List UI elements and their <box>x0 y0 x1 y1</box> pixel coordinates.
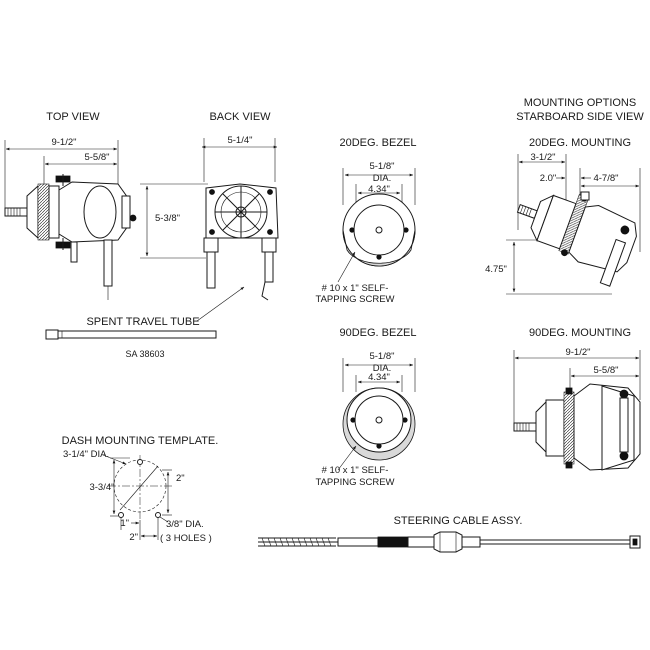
dash-dim-vert-2: 2" <box>176 473 185 484</box>
top-view-overall-dim: 9-1/2" <box>51 137 76 148</box>
title-dash-mounting-template: DASH MOUNTING TEMPLATE. <box>62 435 219 447</box>
dash-dim-height: 3-3/4" <box>89 482 114 493</box>
title-mounting-options: MOUNTING OPTIONS <box>524 97 636 109</box>
mounting-20-drawing: 3-1/2" 2.0" 4-7/8" 4.75" <box>485 152 641 295</box>
dash-dim-horiz-2: 2" <box>129 532 138 543</box>
title-back-view: BACK VIEW <box>209 111 271 123</box>
bezel-90-screw-line2: TAPPING SCREW <box>316 477 395 488</box>
dash-hole-line1: 3/8" DIA. <box>166 519 204 530</box>
bezel-90-inner-dim: 4.34" <box>368 372 390 383</box>
dash-dim-dia: 3-1/4" DIA. <box>63 449 109 460</box>
mounting-20-dim-b: 2.0" <box>540 173 557 184</box>
title-top-view: TOP VIEW <box>46 111 100 123</box>
mounting-20-dim-c: 4-7/8" <box>593 173 618 184</box>
bezel-20-screw-line1: # 10 x 1" SELF- <box>322 283 389 294</box>
spent-tube-label: SPENT TRAVEL TUBE <box>86 316 199 328</box>
spent-tube-part-no: SA 38603 <box>125 349 164 359</box>
mounting-20-dim-d: 4.75" <box>485 264 507 275</box>
title-steering-cable-assy: STEERING CABLE ASSY. <box>394 515 523 527</box>
back-view-height-dim: 5-3/8" <box>155 213 180 224</box>
back-view-drawing: 5-1/4" 5-3/8" <box>140 135 279 301</box>
mounting-20-dim-a: 3-1/2" <box>530 152 555 163</box>
top-view-drawing: 9-1/2" 5-5/8" <box>4 137 137 300</box>
mounting-90-overall-dim: 9-1/2" <box>565 347 590 358</box>
top-view-body-dim: 5-5/8" <box>84 152 109 163</box>
title-90deg-mounting: 90DEG. MOUNTING <box>529 327 631 339</box>
bezel-20-screw-line2: TAPPING SCREW <box>316 294 395 305</box>
bezel-20-outer-dim: 5-1/8" <box>369 161 394 172</box>
bezel-90-screw-line1: # 10 x 1" SELF- <box>322 465 389 476</box>
bezel-20-outer-dim-suffix: DIA. <box>373 173 391 184</box>
mounting-90-body-dim: 5-5/8" <box>593 365 618 376</box>
view-titles: TOP VIEW BACK VIEW MOUNTING OPTIONS STAR… <box>46 97 644 527</box>
spent-travel-tube: SPENT TRAVEL TUBE SA 38603 <box>45 286 245 359</box>
bezel-90-drawing: 5-1/8" DIA. 4.34" # 10 x 1" SELF- TAPPIN… <box>316 351 416 488</box>
bezel-20-drawing: 5-1/8" DIA. 4.34" # 10 x 1" SELF- TAPPIN… <box>316 161 416 305</box>
bezel-20-inner-dim: 4.34" <box>368 184 390 195</box>
mounting-90-drawing: 9-1/2" 5-5/8" <box>513 347 641 471</box>
dash-template-drawing: 3-1/4" DIA. 3-3/4" 2" 1" 2" 3/8" DIA. ( … <box>63 449 212 544</box>
dash-hole-line2: ( 3 HOLES ) <box>160 533 212 544</box>
title-90deg-bezel: 90DEG. BEZEL <box>339 327 416 339</box>
steering-cable-drawing <box>258 531 641 553</box>
bezel-90-outer-dim-suffix: DIA. <box>373 363 391 374</box>
back-view-width-dim: 5-1/4" <box>227 135 252 146</box>
title-starboard-side-view: STARBOARD SIDE VIEW <box>516 111 644 123</box>
title-20deg-bezel: 20DEG. BEZEL <box>339 137 416 149</box>
bezel-90-outer-dim: 5-1/8" <box>369 351 394 362</box>
dash-dim-1: 1" <box>120 518 129 529</box>
title-20deg-mounting: 20DEG. MOUNTING <box>529 137 631 149</box>
